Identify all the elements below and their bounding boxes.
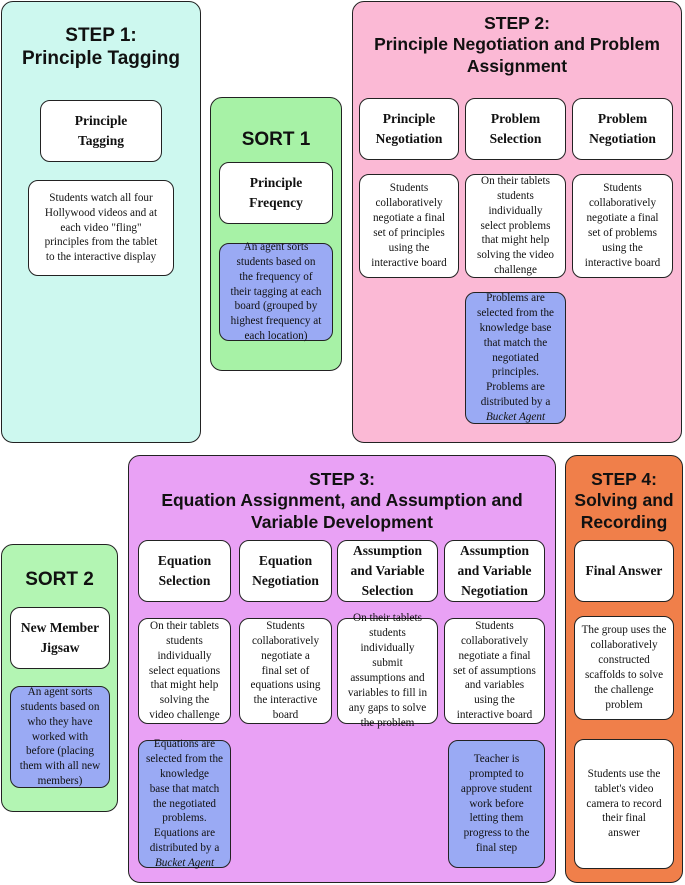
step1-desc: Students watch all four Hollywood videos… — [28, 180, 174, 276]
step2-agent: Problems are selected from the knowledge… — [465, 292, 566, 424]
step4-header: Final Answer — [574, 540, 674, 602]
step3-agent-text: Equations are selected from the knowledg… — [145, 738, 224, 855]
sort1-agent: An agent sorts students based on the fre… — [219, 241, 333, 342]
sort1-title: SORT 1 — [241, 129, 311, 150]
sort2-agent: An agent sorts students based on who the… — [10, 686, 110, 788]
step2-col3-desc: Students collaboratively negotiate a fin… — [572, 174, 673, 278]
step2-col2-header: Problem Selection — [465, 98, 566, 160]
step4-title: STEP 4: Solving and Recording — [574, 469, 674, 532]
step3-col4-header: Assumption and Variable Negotiation — [444, 540, 545, 602]
step3-col1-header: Equation Selection — [138, 540, 231, 602]
step2-col1-desc: Students collaboratively negotiate a fin… — [359, 174, 459, 278]
step3-col1-desc: On their tablets students individually s… — [138, 618, 231, 724]
step2-agent-name: Bucket Agent — [485, 411, 546, 424]
sort2-title: SORT 2 — [25, 569, 94, 590]
step2-col1-header: Principle Negotiation — [359, 98, 459, 160]
step2-title: STEP 2: Principle Negotiation and Proble… — [374, 13, 660, 76]
sort1-panel: SORT 1 Principle Freqency An agent sorts… — [210, 97, 342, 371]
step2-col2-desc: On their tablets students individually s… — [465, 174, 566, 278]
sort2-panel: SORT 2 New Member Jigsaw An agent sorts … — [1, 544, 118, 812]
step3-col3-desc: On their tablets students individually s… — [337, 612, 438, 729]
step3-col4-desc: Students collaboratively negotiate a fin… — [444, 618, 545, 724]
step3-panel: STEP 3: Equation Assignment, and Assumpt… — [128, 455, 556, 883]
step1-title: STEP 1: Principle Tagging — [22, 25, 180, 70]
sort1-header: Principle Freqency — [219, 162, 333, 224]
step4-desc1: The group uses the collaboratively const… — [574, 616, 674, 720]
step3-agent-name: Bucket Agent — [154, 857, 215, 870]
step4-panel: STEP 4: Solving and Recording Final Answ… — [565, 455, 683, 883]
step2-agent-text: Problems are selected from the knowledge… — [476, 292, 555, 409]
step3-teacher: Teacher is prompted to approve student w… — [448, 740, 545, 868]
sort2-header: New Member Jigsaw — [10, 607, 110, 669]
step1-panel: STEP 1: Principle Tagging Principle Tagg… — [1, 1, 201, 443]
step4-desc2: Students use the tablet's video camera t… — [574, 739, 674, 869]
step2-panel: STEP 2: Principle Negotiation and Proble… — [352, 1, 682, 443]
step3-agent: Equations are selected from the knowledg… — [138, 738, 231, 870]
step2-col3-header: Problem Negotiation — [572, 98, 673, 160]
step3-col2-header: Equation Negotiation — [239, 540, 332, 602]
step1-header: Principle Tagging — [40, 100, 162, 162]
step3-col3-header: Assumption and Variable Selection — [337, 540, 438, 602]
step3-title: STEP 3: Equation Assignment, and Assumpt… — [161, 469, 523, 532]
step3-col2-desc: Students collaboratively negotiate a fin… — [239, 618, 332, 724]
